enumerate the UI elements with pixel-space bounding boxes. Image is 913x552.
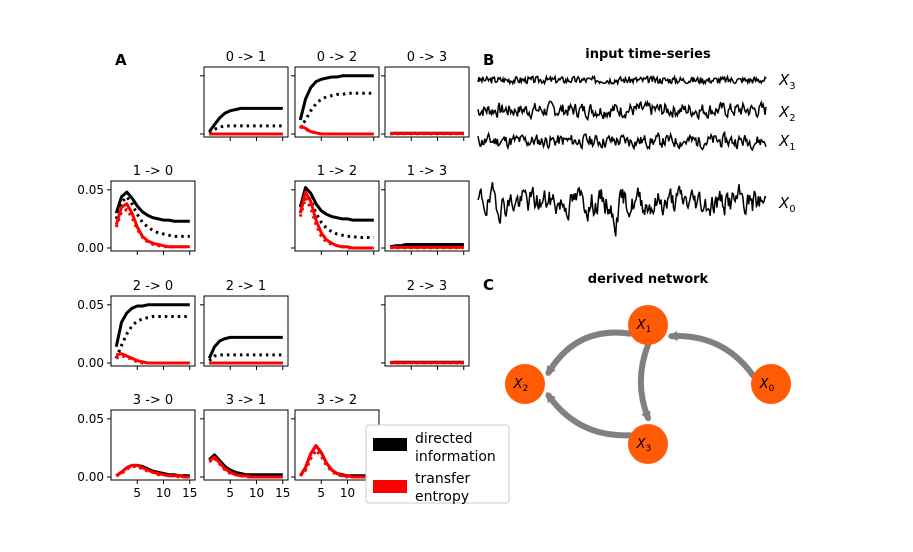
legend-label-directed-line1: directed <box>415 431 473 447</box>
legend-label-transfer-line1: transfer <box>415 471 471 487</box>
timeseries-line-x0 <box>478 182 766 236</box>
subplot-title: 3 -> 1 <box>226 393 266 408</box>
x-tick-label: 10 <box>249 486 264 500</box>
timeseries-line-x3 <box>478 77 766 84</box>
panel-label-a: A <box>115 51 127 69</box>
subplot-title: 0 -> 1 <box>226 50 266 65</box>
legend-label-transfer-line2: entropy <box>415 489 469 505</box>
y-tick-label: 0.00 <box>77 356 104 370</box>
x-tick-label: 10 <box>156 486 171 500</box>
subplot-0-to-3: 0 -> 3 <box>381 50 469 141</box>
subplot-2-to-1: 2 -> 1 <box>200 279 288 370</box>
subplot-frame <box>385 181 469 251</box>
y-tick-label: 0.05 <box>77 183 104 197</box>
y-tick-label: 0.05 <box>77 412 104 426</box>
subplot-3-to-1: 3 -> 1 5 10 15 <box>200 393 290 500</box>
x-tick-label: 15 <box>275 486 290 500</box>
timeseries-label-x3: X3 <box>778 71 796 92</box>
node-x1: X1 <box>628 305 668 345</box>
subplot-frame <box>204 67 288 137</box>
node-x0: X0 <box>751 364 791 404</box>
x-tick-label: 10 <box>340 486 355 500</box>
legend-label-directed-line2: information <box>415 449 496 465</box>
subplot-frame <box>111 181 195 251</box>
subplot-2-to-3: 2 -> 3 <box>381 279 469 370</box>
subplot-title: 0 -> 2 <box>317 50 357 65</box>
subplot-title: 3 -> 0 <box>133 393 173 408</box>
edge-x1-to-x3 <box>641 345 648 418</box>
panel-b-title: input time-series <box>585 47 711 62</box>
y-tick-label: 0.05 <box>77 298 104 312</box>
subplot-0-to-1: 0 -> 1 <box>200 50 288 141</box>
subplot-title: 3 -> 2 <box>317 393 357 408</box>
timeseries-label-x1: X1 <box>778 132 796 153</box>
x-tick-label: 5 <box>226 486 234 500</box>
timeseries-label-x2: X2 <box>778 103 796 124</box>
panel-label-c: C <box>483 276 494 294</box>
panel-label-b: B <box>483 51 494 69</box>
subplot-frame <box>385 67 469 137</box>
subplot-title: 2 -> 0 <box>133 279 173 294</box>
x-tick-label: 15 <box>182 486 197 500</box>
subplot-title: 1 -> 2 <box>317 164 357 179</box>
y-tick-label: 0.00 <box>77 241 104 255</box>
x-tick-label: 5 <box>317 486 325 500</box>
subplot-title: 1 -> 0 <box>133 164 173 179</box>
subplot-title: 1 -> 3 <box>407 164 447 179</box>
edge-x1-to-x2 <box>548 333 630 373</box>
subplot-frame <box>204 296 288 366</box>
legend: directed information transfer entropy <box>366 425 509 505</box>
x-tick-label: 5 <box>133 486 141 500</box>
timeseries-line-x1 <box>478 133 766 151</box>
timeseries-label-x0: X0 <box>778 194 796 215</box>
subplot-frame <box>204 410 288 480</box>
legend-swatch-directed-information <box>373 438 407 451</box>
subplot-0-to-2: 0 -> 2 <box>291 50 379 141</box>
node-x2: X2 <box>505 364 545 404</box>
subplot-title: 2 -> 1 <box>226 279 266 294</box>
subplot-3-to-0: 3 -> 0 0.00 0.05 5 10 15 <box>77 393 197 500</box>
subplot-2-to-0: 2 -> 0 0.00 0.05 <box>77 279 195 370</box>
subplot-1-to-2: 1 -> 2 <box>291 164 379 255</box>
node-x3: X3 <box>628 424 668 464</box>
subplot-1-to-0: 1 -> 0 0.00 0.05 <box>77 164 195 255</box>
subplot-title: 0 -> 3 <box>407 50 447 65</box>
subplot-frame <box>385 296 469 366</box>
legend-swatch-transfer-entropy <box>373 480 407 493</box>
panel-c-title: derived network <box>588 272 709 287</box>
subplot-1-to-3: 1 -> 3 <box>381 164 469 255</box>
edge-x0-to-x1 <box>671 336 753 375</box>
subplot-title: 2 -> 3 <box>407 279 447 294</box>
y-tick-label: 0.00 <box>77 470 104 484</box>
timeseries-line-x2 <box>478 101 766 119</box>
edge-x3-to-x2 <box>548 395 630 435</box>
